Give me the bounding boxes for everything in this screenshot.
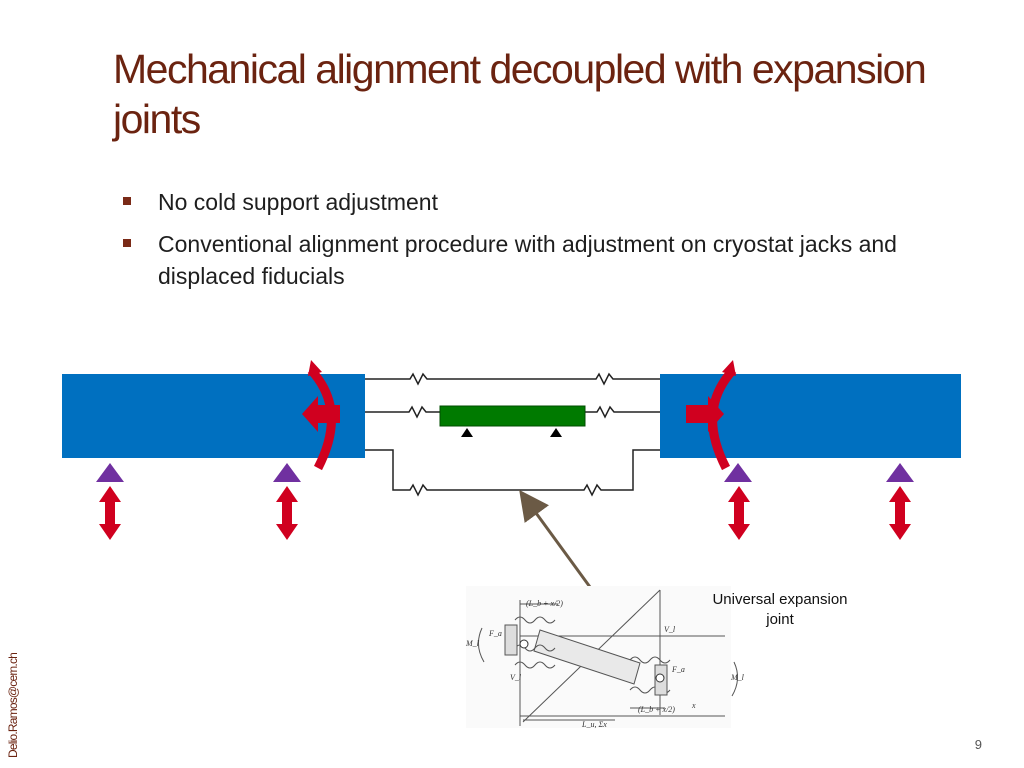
bullet-item: Conventional alignment procedure with ad… [120,228,960,292]
inset-ml-right: M_l [730,673,745,682]
jack-arrows [99,486,911,540]
slide-title: Mechanical alignment decoupled with expa… [113,46,927,142]
curved-rotation-arrow-icon [686,360,737,471]
inset-dim-bottom: (L_b + x/2) [638,705,675,714]
square-bullet-icon [123,239,131,247]
curved-rotation-arrow-icon [302,360,340,471]
triangle-icon [461,428,473,437]
author-email: Delio.Ramos@cern.ch [6,652,20,758]
page-number: 9 [974,737,982,752]
bullet-list: No cold support adjustment Conventional … [120,186,960,302]
inset-ml-left: M_l [465,639,480,648]
triangle-icon [273,463,301,482]
spring-icon [365,405,440,419]
support-bar [439,405,586,427]
inset-dim-top: (L_b + x/2) [526,599,563,608]
up-down-arrow-icon [889,486,911,540]
bullet-item: No cold support adjustment [120,186,960,218]
spring-icon [365,372,660,386]
triangle-icon [724,463,752,482]
triangle-icon [886,463,914,482]
square-bullet-icon [123,197,131,205]
bullet-text: No cold support adjustment [158,189,438,215]
inset-fa-right: F_a [671,665,685,674]
triangle-icon [550,428,562,437]
triangle-icon [96,463,124,482]
up-down-arrow-icon [276,486,298,540]
pointer-arrow [519,489,600,599]
inset-caption: Universal expansion joint [712,591,848,628]
inset-lu: L_u, Σx [581,720,607,729]
inset-fa-left: F_a [488,629,502,638]
spring-icon [585,405,660,419]
inset-vl-right: V_l [664,625,676,634]
bullet-text: Conventional alignment procedure with ad… [158,231,897,289]
spring-icon [365,449,660,497]
spring-links [365,372,660,497]
up-down-arrow-icon [728,486,750,540]
inset-x: x [691,701,696,710]
up-down-arrow-icon [99,486,121,540]
inset-vl-left: V_l [510,673,522,682]
expansion-joint-inset [466,586,738,728]
inset-labels: (L_b + x/2) F_a M_l V_l V_l F_a M_l (L_b… [465,599,745,729]
